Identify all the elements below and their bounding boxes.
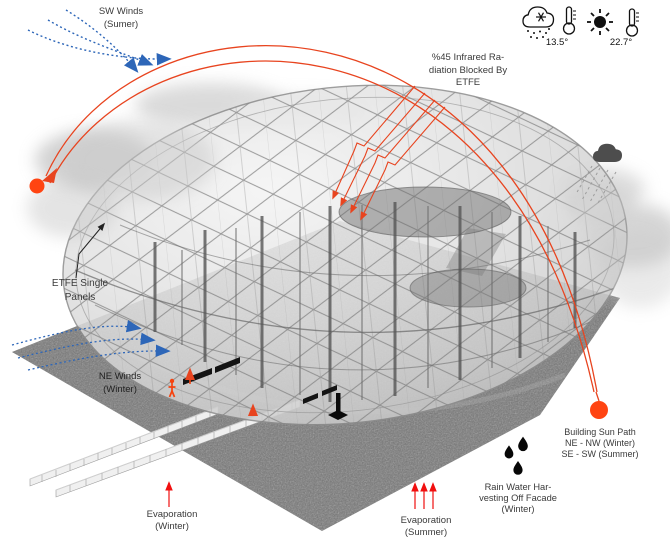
evap-winter-line1: Evaporation [146, 509, 198, 520]
drizzle-lines [575, 165, 617, 204]
etfe-line1: ETFE Single [51, 278, 109, 289]
label-rain-harvesting: Rain Water Har- vesting Off Facade (Wint… [479, 482, 557, 515]
interior-columns-thin [181, 205, 549, 400]
interior-floors [74, 224, 616, 371]
snow-cloud-icon [522, 6, 555, 39]
sw-winds-line2: (Sumer) [103, 18, 139, 30]
label-evaporation-summer: Evaporation (Summer) [401, 515, 452, 539]
ne-winds-line1: NE Winds [98, 371, 142, 382]
sw-wind-arrows [27, 9, 172, 73]
sun-position-dot-east [590, 401, 608, 419]
etfe-leader-arrow [75, 222, 106, 279]
evap-summer-line2: (Summer) [404, 527, 448, 538]
etfe-line2: Panels [64, 292, 96, 303]
evaporation-summer-arrows [411, 482, 437, 509]
sun-path-arcs [42, 45, 600, 402]
label-building-sun-path: Building Sun Path NE - NW (Winter) SE - … [561, 427, 638, 459]
label-sw-winds: SW Winds (Sumer) [99, 6, 143, 31]
person-figure [168, 378, 176, 398]
thermometer-winter-icon [562, 6, 576, 35]
clouds-front [27, 120, 670, 308]
sun-path-line1: Building Sun Path [564, 427, 636, 437]
sun-path-arc-inner [49, 60, 595, 393]
weather-legend [522, 6, 639, 39]
sun-path-arrowhead [42, 168, 57, 183]
ne-winds-line2: (Winter) [103, 383, 137, 395]
rain-drops [504, 436, 528, 475]
sun-position-dot-west [29, 178, 45, 194]
evap-summer-line1: Evaporation [400, 515, 452, 526]
infrared-line3: ETFE [455, 77, 481, 88]
label-etfe-panels: ETFE Single Panels [52, 277, 108, 305]
sun-path-arc-outer [45, 45, 598, 393]
thermometer-summer-icon [625, 8, 639, 37]
entrance-post [328, 393, 348, 420]
winter-temperature: 13.5° [545, 37, 569, 48]
dome-inner-ring [75, 96, 615, 414]
label-infrared-blocked: %45 Infrared Ra- diation Blocked By ETFE [429, 52, 507, 90]
interior-void [338, 186, 527, 308]
ne-wind-arrows [11, 319, 171, 371]
rain-line1: Rain Water Har- [484, 482, 552, 492]
sw-winds-line1: SW Winds [98, 6, 144, 17]
summer-temperature: 22.7° [609, 37, 633, 48]
ground-updraft-arrows [184, 367, 259, 417]
rain-line2: vesting Off Facade [479, 493, 557, 503]
label-ne-winds: NE Winds (Winter) [99, 371, 141, 396]
rain-line3: (Winter) [501, 504, 535, 514]
sun-path-line2: NE - NW (Winter) [564, 437, 635, 448]
rain-cloud-icon [575, 143, 622, 204]
sun-icon [587, 9, 613, 35]
label-evaporation-winter: Evaporation (Winter) [147, 509, 198, 533]
infrared-lines [332, 85, 446, 221]
evap-winter-line2: (Winter) [155, 521, 189, 532]
infrared-line1: %45 Infrared Ra- [431, 52, 505, 63]
sun-path-line3: SE - SW (Summer) [561, 448, 639, 459]
interior-columns [153, 202, 577, 402]
infrared-line2: diation Blocked By [428, 64, 508, 76]
